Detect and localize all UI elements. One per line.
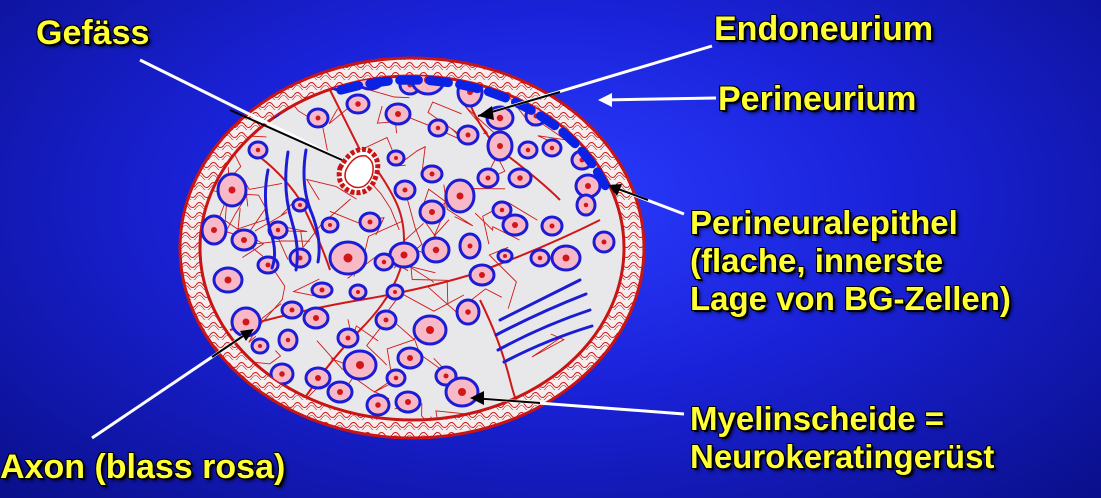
myelinated-fiber [509, 169, 531, 187]
label-axon: Axon (blass rosa) [0, 448, 285, 487]
myelinated-fiber [387, 370, 405, 386]
myelinated-fiber [322, 218, 338, 232]
myelinated-fiber [422, 166, 442, 182]
myelinated-fiber [232, 230, 256, 250]
myelinated-fiber [577, 195, 595, 215]
myelinated-fiber [282, 302, 302, 318]
myelinated-fiber [543, 140, 561, 156]
myelinated-fiber [252, 339, 268, 353]
myelinated-fiber [308, 109, 328, 127]
myelinated-fiber [360, 213, 380, 231]
myelinated-fiber [420, 201, 444, 223]
myelinated-fiber [279, 330, 297, 350]
myelinated-fiber [214, 268, 242, 292]
myelinated-fiber [519, 142, 537, 158]
epithelial-cell [430, 81, 449, 83]
epithelial-cell [460, 85, 478, 89]
myelinated-fiber [457, 300, 479, 324]
myelinated-fiber [446, 378, 478, 406]
myelinated-fiber [367, 395, 389, 415]
myelinated-fiber [458, 126, 478, 144]
myelinated-fiber [293, 199, 307, 211]
label-perineuralepithel-line-1: Perineuralepithel [690, 204, 1011, 242]
myelinated-fiber [312, 283, 332, 297]
myelinated-fiber [488, 132, 512, 160]
label-endoneurium: Endoneurium [714, 10, 933, 49]
myelinated-fiber [552, 246, 580, 270]
myelinated-fiber [398, 348, 422, 368]
myelinated-fiber [395, 181, 415, 199]
myelinated-fiber [460, 234, 480, 258]
myelinated-fiber [338, 329, 358, 347]
myelinated-fiber [531, 250, 549, 266]
myelinated-fiber [218, 174, 246, 206]
myelinated-fiber [493, 202, 511, 218]
label-perineurium: Perineurium [718, 80, 916, 119]
myelinated-fiber [347, 95, 369, 113]
myelinated-fiber [423, 238, 449, 262]
myelinated-fiber [202, 216, 226, 244]
epithelial-cell [341, 86, 359, 91]
label-perineuralepithel-line-2: (flache, innerste [690, 242, 1011, 280]
myelinated-fiber [376, 311, 396, 329]
myelinated-fiber [498, 250, 512, 262]
epithelial-cell [488, 92, 505, 98]
myelinated-fiber [387, 285, 403, 299]
myelinated-fiber [304, 308, 328, 328]
myelinated-fiber [328, 382, 352, 402]
myelinated-fiber [414, 316, 446, 344]
label-perineuralepithel: Perineuralepithel (flache, innerste Lage… [690, 204, 1011, 318]
myelinated-fiber [344, 351, 376, 379]
myelinated-fiber [306, 368, 330, 388]
label-gefaess: Gefäss [36, 14, 149, 53]
myelinated-fiber [375, 254, 393, 270]
myelinated-fiber [330, 242, 366, 274]
label-perineuralepithel-line-3: Lage von BG-Zellen) [690, 280, 1011, 318]
myelinated-fiber [542, 217, 562, 235]
myelinated-fiber [470, 265, 494, 285]
myelinated-fiber [388, 151, 404, 165]
myelinated-fiber [478, 169, 498, 187]
myelinated-fiber [594, 232, 614, 252]
myelinated-fiber [429, 120, 447, 136]
myelinated-fiber [446, 180, 474, 212]
myelinated-fiber [386, 104, 410, 124]
label-myelinscheide-line-2: Neurokeratingerüst [690, 438, 994, 476]
label-myelinscheide-line-1: Myelinscheide = [690, 400, 994, 438]
myelinated-fiber [290, 249, 310, 267]
myelinated-fiber [350, 285, 366, 299]
epithelial-cell [370, 81, 389, 83]
label-myelinscheide: Myelinscheide = Neurokeratingerüst [690, 400, 994, 476]
myelinated-fiber [396, 392, 420, 412]
myelinated-fiber [249, 142, 267, 158]
